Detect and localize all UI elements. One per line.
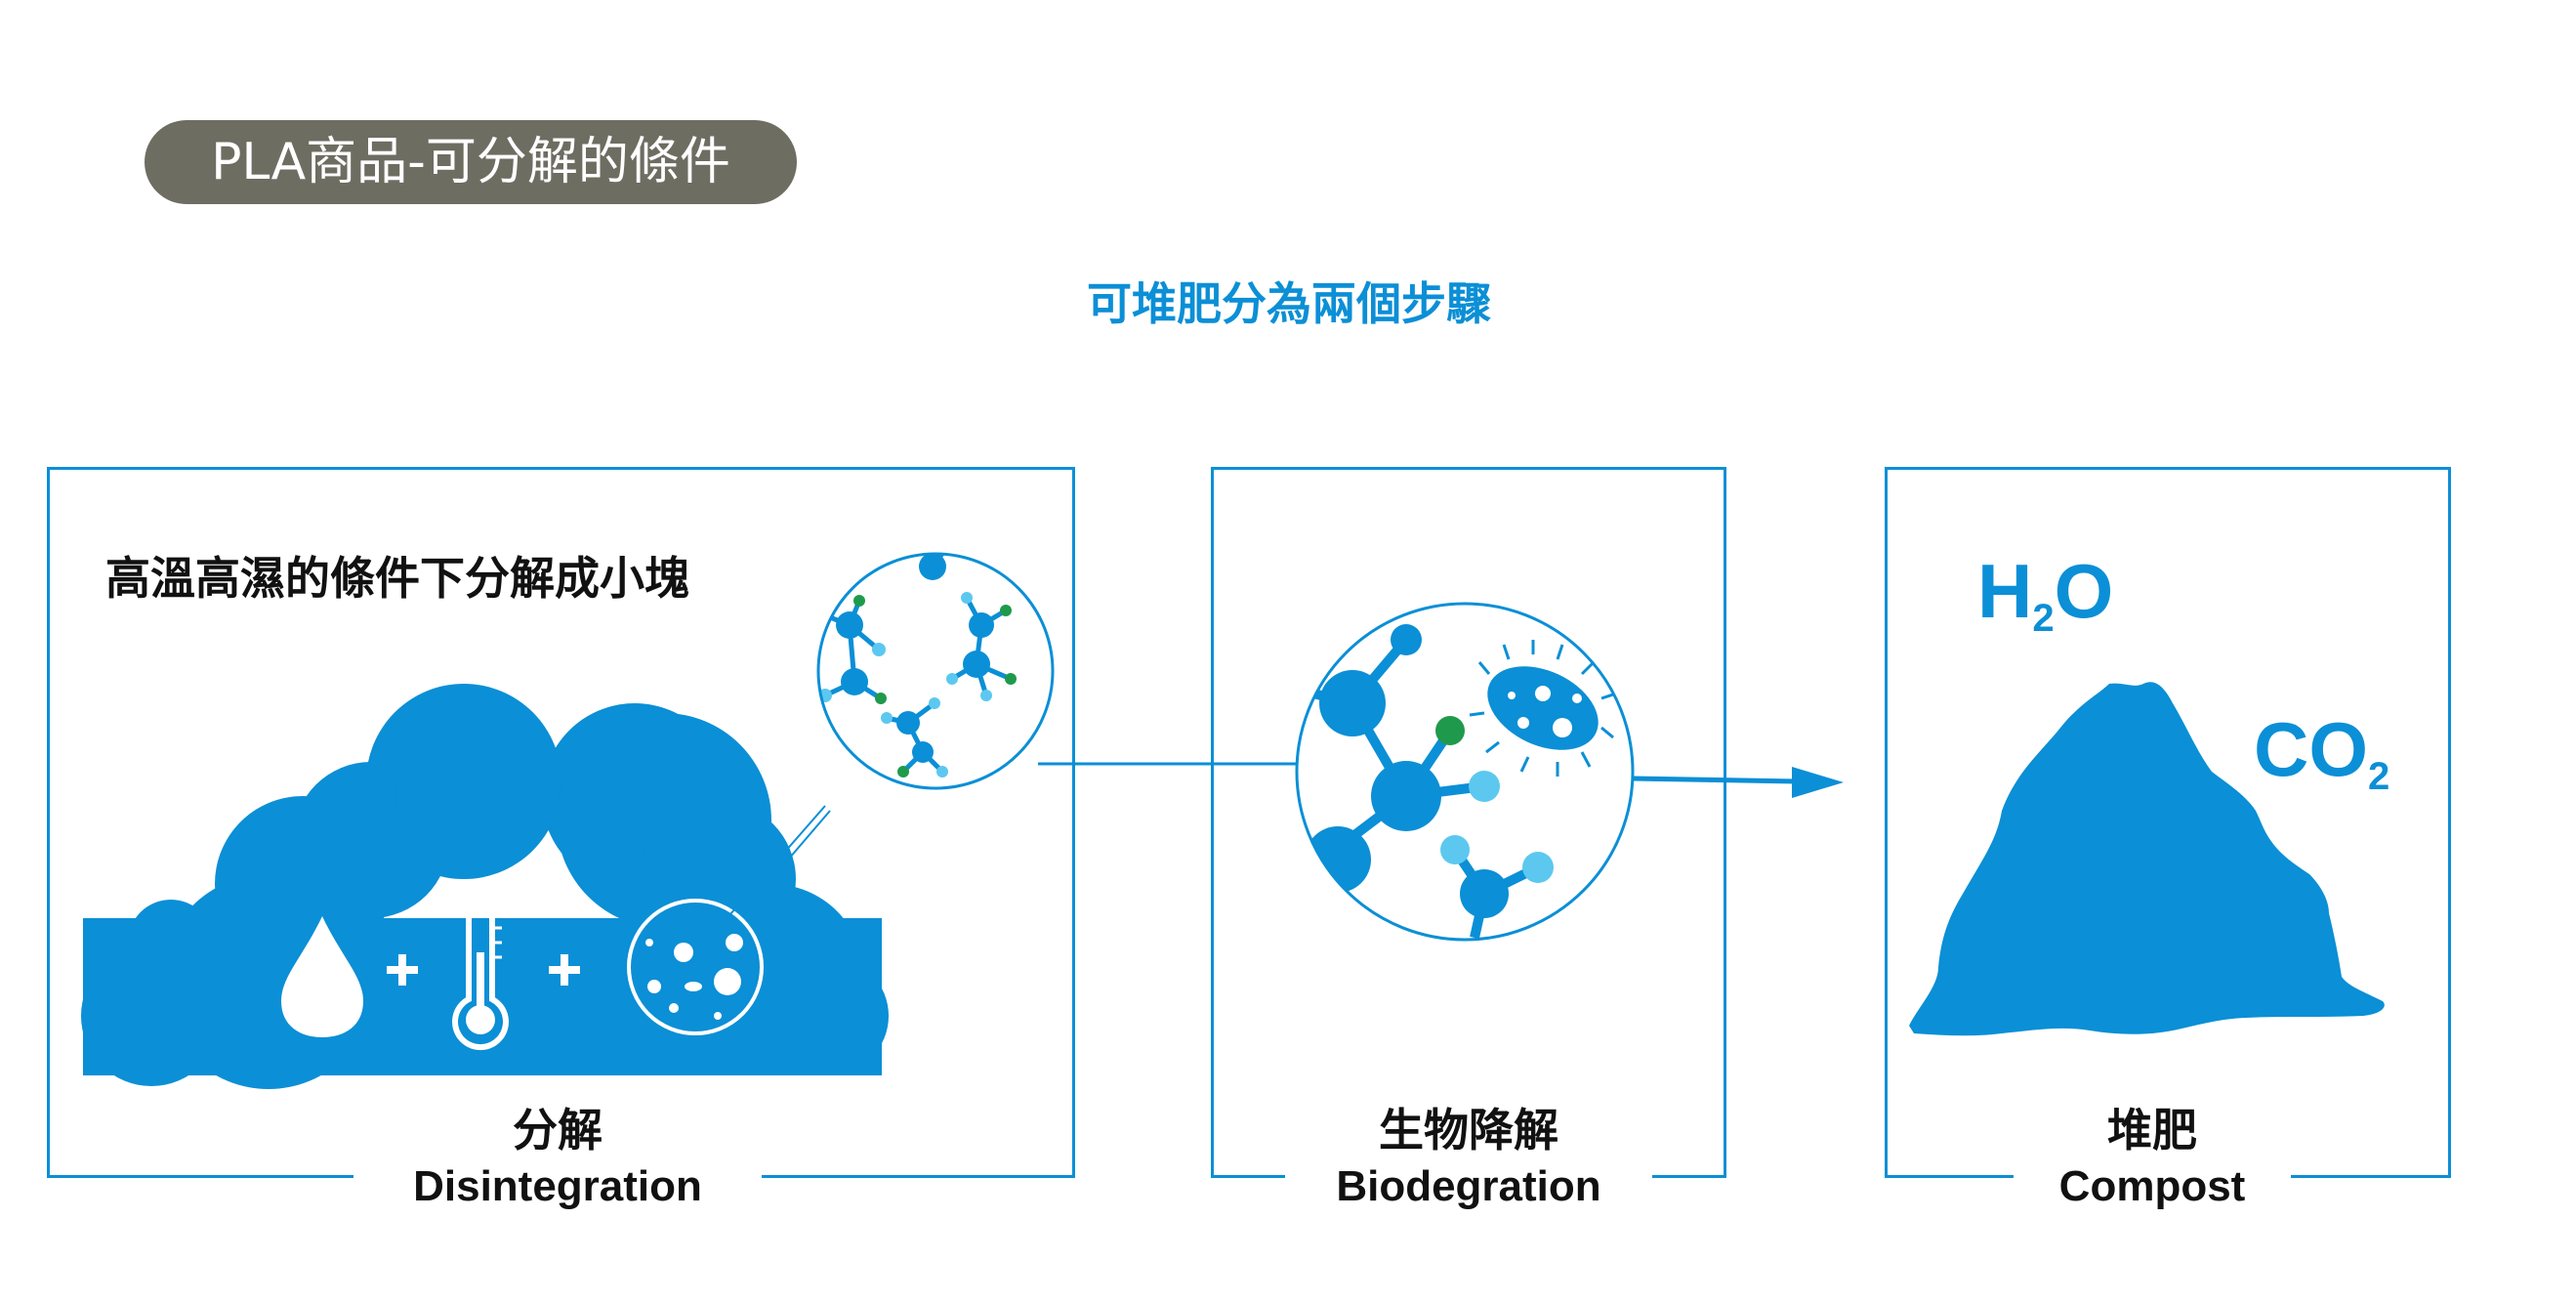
water-drop-icon	[281, 916, 363, 1037]
subtitle: 可堆肥分為兩個步驟	[1087, 277, 1491, 330]
caption-en: Disintegration	[413, 1162, 702, 1210]
disintegration-description: 高溫高濕的條件下分解成小塊	[105, 552, 689, 605]
caption-zh: 生物降解	[1379, 1104, 1558, 1156]
caption-disintegration: 分解 Disintegration	[353, 1102, 762, 1215]
microbe-icon	[627, 899, 764, 1035]
plus-icon	[387, 954, 580, 986]
caption-en: Biodegration	[1336, 1162, 1601, 1210]
molecule-icon	[818, 554, 1017, 778]
title-badge: PLA商品-可分解的條件	[145, 120, 797, 204]
caption-compost: 堆肥 Compost	[2014, 1102, 2291, 1215]
caption-en: Compost	[2058, 1162, 2246, 1210]
caption-zh: 堆肥	[2107, 1104, 2197, 1156]
caption-biodegradation: 生物降解 Biodegration	[1285, 1102, 1652, 1215]
cloud-handle	[369, 723, 516, 869]
caption-zh: 分解	[513, 1104, 602, 1156]
thermometer-icon	[452, 899, 509, 1050]
bacteria-icon	[1469, 640, 1617, 777]
compost-pile-icon	[1909, 682, 2385, 1036]
h2o-label: H2O	[1977, 548, 2114, 640]
co2-label: CO2	[2254, 706, 2390, 798]
